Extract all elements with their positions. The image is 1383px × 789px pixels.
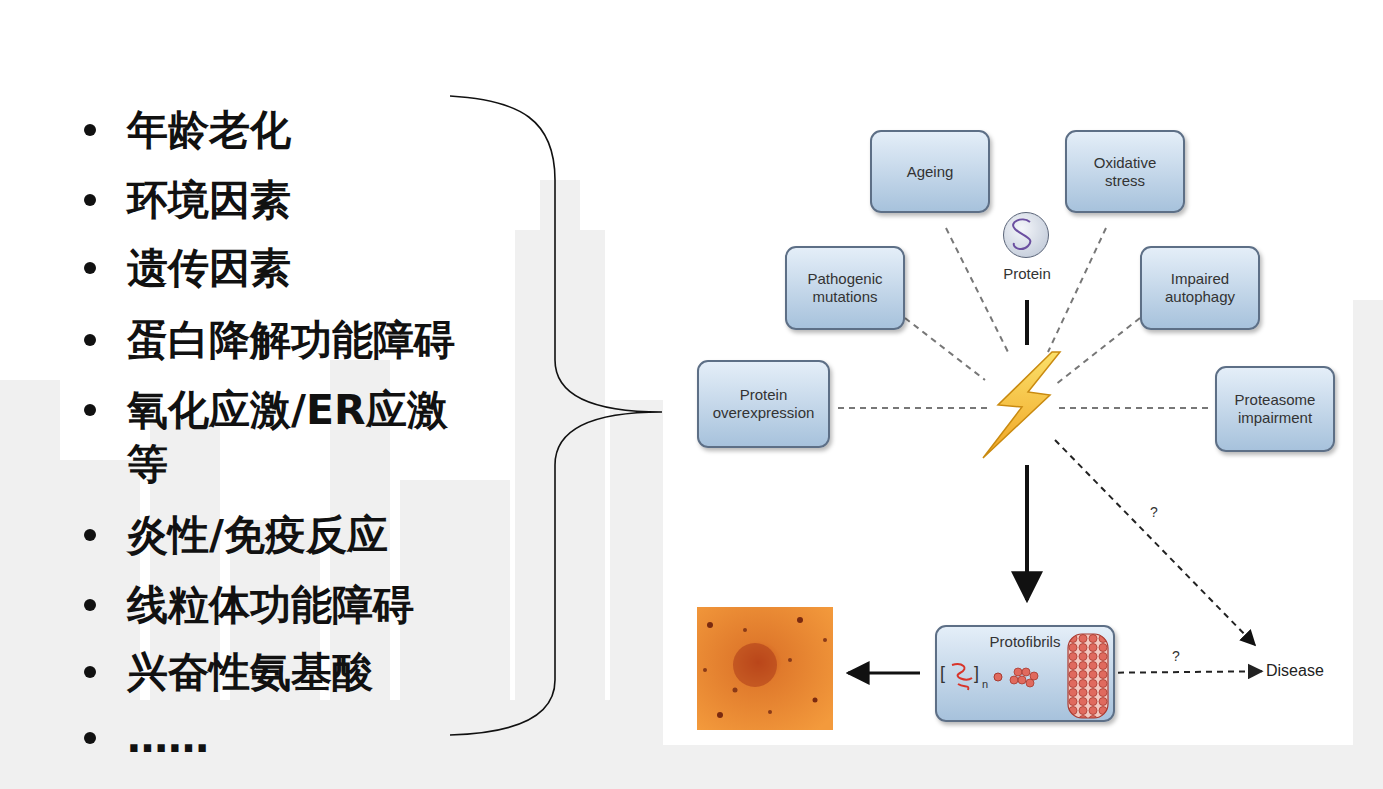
node-text: Protofibrils: [990, 633, 1061, 651]
bullet-dot: [84, 529, 96, 541]
bullet-dot: [84, 194, 96, 206]
fibril: [1068, 634, 1108, 718]
factor-box: Protein overexpression: [697, 360, 830, 448]
list-item: 年龄老化: [127, 103, 467, 157]
figure-label: ]: [974, 663, 979, 684]
list-item: 线粒体功能障碍: [127, 578, 467, 632]
list-item: 遗传因素: [127, 241, 467, 295]
bullet-dot: [84, 334, 96, 346]
figure-label: ?: [1150, 504, 1158, 520]
bullet-dot: [84, 732, 96, 744]
curly-brace: [450, 96, 662, 735]
node-text: Impaired autophagy: [1156, 270, 1244, 306]
factor-box: Ageing: [870, 130, 990, 213]
edge-label: ?: [1172, 648, 1180, 664]
bullet-dot: [84, 599, 96, 611]
node-text: Oxidative stress: [1081, 154, 1169, 190]
bullet-dot: [84, 666, 96, 678]
list-item: 兴奋性氨基酸: [127, 645, 467, 699]
figure-label: [: [940, 663, 945, 684]
misfolded-protein: [952, 664, 972, 690]
dashed-arrow: [1055, 440, 1255, 645]
list-item: ……: [127, 711, 467, 765]
node-text: Ageing: [907, 163, 954, 181]
list-item: 氧化应激/ER应激等: [127, 383, 467, 491]
protein-circle: Protein: [1003, 212, 1049, 258]
list-item: 环境因素: [127, 173, 467, 227]
lightning-bolt: [983, 352, 1060, 458]
factor-box: Impaired autophagy: [1140, 246, 1260, 330]
outcome-node: Disease: [1266, 662, 1324, 680]
protein-symbol: [1013, 220, 1030, 249]
main-arrow: [1025, 465, 1029, 600]
factor-box: Proteasome impairment: [1215, 366, 1335, 452]
histology-image: [697, 607, 833, 730]
factor-box: Pathogenic mutations: [785, 246, 905, 330]
bullet-dot: [84, 262, 96, 274]
node-text: Disease: [1266, 662, 1324, 679]
factor-box: Oxidative stress: [1065, 130, 1185, 213]
protein-stem: [1025, 300, 1029, 345]
figure-panel: [663, 100, 1353, 745]
node-text: Pathogenic mutations: [801, 270, 889, 306]
node-text: Protein: [974, 265, 1080, 282]
node-text: Proteasome impairment: [1231, 391, 1319, 427]
oligomer: [994, 673, 1002, 681]
bullet-dot: [84, 124, 96, 136]
figure-label: n: [982, 678, 988, 690]
node-text: Protein overexpression: [713, 386, 815, 422]
protofibril-box: Protofibrils: [935, 625, 1115, 722]
list-item: 蛋白降解功能障碍: [127, 313, 467, 367]
image-arrow: [848, 672, 920, 675]
dashed-connector: [1118, 671, 1262, 672]
oligomer-cluster: [1010, 668, 1038, 687]
bullet-dot: [84, 404, 96, 416]
list-item: 炎性/免疫反应: [127, 508, 467, 562]
